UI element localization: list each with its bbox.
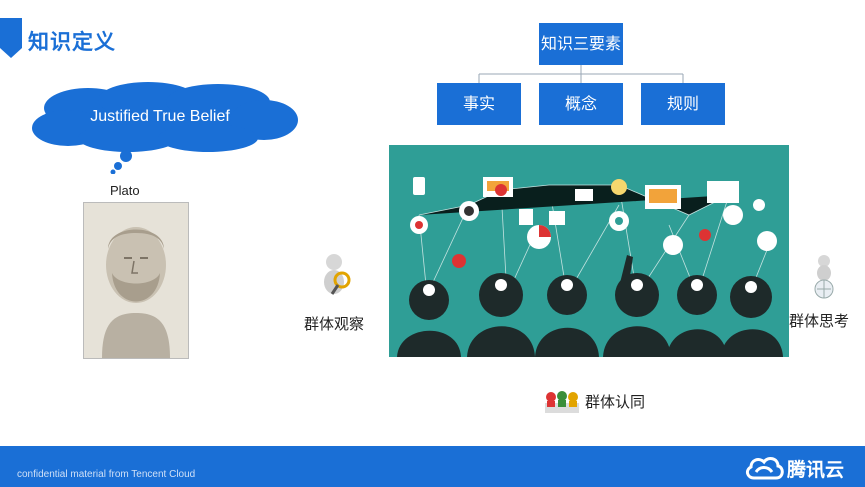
agree-figures-icon [545, 391, 579, 413]
thought-cloud [32, 82, 298, 174]
tree-child-fact: 事实 [437, 83, 521, 125]
tree-root-box: 知识三要素 [539, 23, 623, 65]
observe-label: 群体观察 [304, 315, 365, 333]
definition-text: Justified True Belief [90, 108, 230, 125]
tree-child-rule: 规则 [641, 83, 725, 125]
observe-figure-icon [324, 254, 351, 295]
think-figure-icon [814, 255, 834, 299]
brand-logo-text: 腾讯云 [787, 459, 845, 481]
plato-bust-image [83, 202, 189, 359]
people-ideas-illustration [389, 145, 789, 357]
footer-confidential-text: confidential material from Tencent Cloud [17, 469, 196, 480]
plato-label: Plato [110, 183, 140, 198]
title-marker-icon [0, 18, 22, 58]
think-label: 群体思考 [789, 312, 850, 330]
agree-label: 群体认同 [585, 393, 646, 411]
tree-connectors [478, 65, 684, 85]
slide-title: 知识定义 [28, 30, 116, 54]
footer-bar [0, 446, 865, 487]
cloud-logo-icon [745, 457, 784, 480]
tree-child-concept: 概念 [539, 83, 623, 125]
